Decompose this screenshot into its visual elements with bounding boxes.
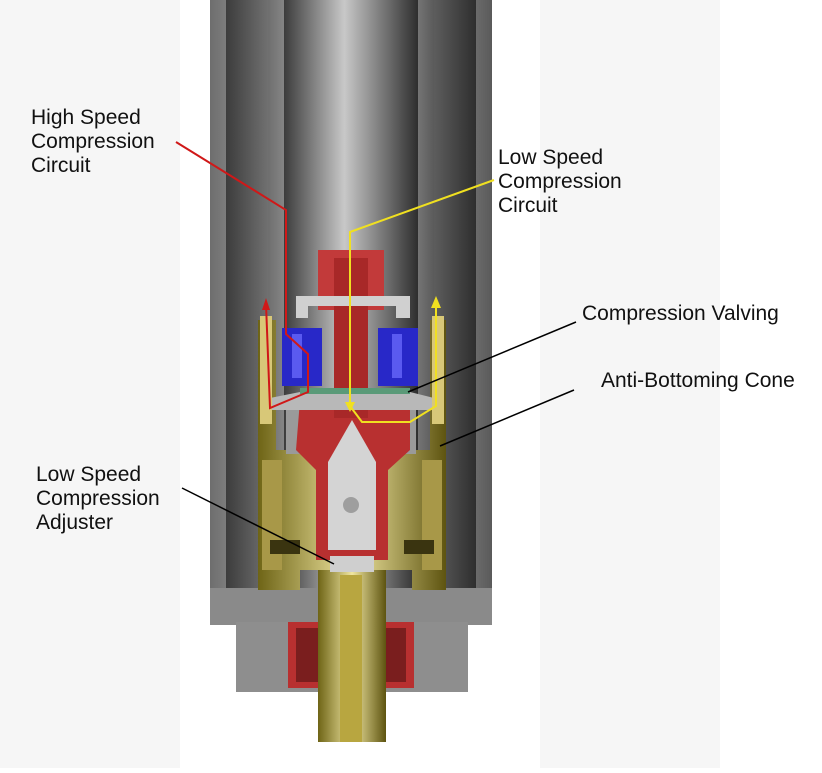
label-anti-bottoming-cone: Anti-Bottoming Cone [601, 369, 795, 392]
leader-adjuster [181, 487, 335, 565]
adjuster-ball [343, 497, 359, 513]
label-low-speed-compression-circuit: Low Speed Compression Circuit [498, 146, 622, 217]
label-compression-valving: Compression Valving [582, 302, 779, 325]
valving-green-shim [300, 388, 410, 394]
adjuster-seat [330, 556, 374, 572]
valving-plate [270, 392, 434, 410]
shim-highlight-right [392, 334, 402, 378]
shim-highlight-left [292, 334, 302, 378]
retainer-cap [296, 296, 410, 318]
leader-compression-valving [407, 321, 577, 393]
low-speed-flow-path [345, 179, 495, 423]
label-low-speed-compression-adjuster: Low Speed Compression Adjuster [36, 463, 160, 534]
leader-lines [181, 321, 577, 565]
brass-step-left [270, 540, 300, 554]
adjuster-needle [328, 420, 376, 550]
leader-anti-bottoming [439, 389, 575, 447]
right-panel [540, 0, 720, 768]
high-speed-flow-path [175, 141, 309, 410]
adjuster-rod-core [340, 575, 362, 742]
brass-step-right [404, 540, 434, 554]
label-high-speed-compression-circuit: High Speed Compression Circuit [31, 106, 155, 177]
left-panel [0, 0, 180, 768]
